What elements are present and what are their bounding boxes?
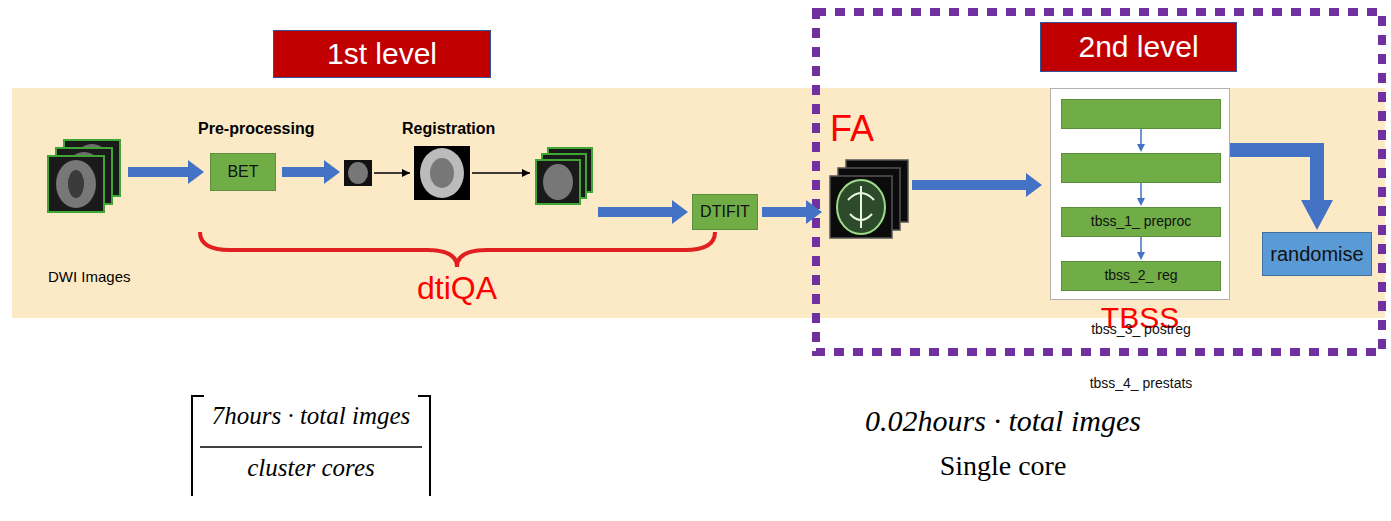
flow-arrow	[1140, 129, 1142, 144]
ceiling-brackets	[192, 396, 430, 496]
flow-arrow	[1230, 150, 1317, 200]
process-box: BET	[210, 153, 276, 191]
banner-text: 1st level	[327, 37, 437, 72]
thin-arrow	[374, 172, 410, 174]
dwi-image-stack	[48, 140, 120, 212]
process-text: randomise	[1270, 243, 1363, 266]
bracket-label: dtiQA	[417, 270, 497, 307]
process-text: BET	[227, 163, 258, 181]
process-text: tbss_4_ prestats	[1090, 375, 1193, 391]
process-text: tbss_1_ preproc	[1091, 213, 1191, 229]
flow-arrow	[762, 200, 822, 224]
process-text: tbss_2_ reg	[1104, 267, 1177, 283]
process-box: DTIFIT	[692, 194, 758, 230]
banner-text: 2nd level	[1078, 30, 1198, 65]
step-heading: Registration	[402, 120, 495, 138]
fa-image-stack	[830, 160, 908, 238]
image-label-box: FA	[830, 108, 874, 149]
image-label: FA	[830, 108, 874, 149]
tbss-group: TBSStbss_1_ preproctbss_2_ regtbss_3_ po…	[1050, 88, 1230, 300]
process-box: tbss_2_ reg	[1061, 153, 1221, 183]
bracket-label-box: dtiQA	[307, 270, 607, 307]
image-caption: DWI Images	[48, 268, 131, 285]
pipeline-band	[12, 88, 1385, 318]
step-heading-box: Pre-processing	[198, 120, 314, 138]
formula-note: Single core	[940, 450, 1067, 482]
process-box: tbss_1_ preproc	[1061, 99, 1221, 129]
registered-image-stack	[536, 148, 592, 204]
formula-text-box: 0.02hours · total imges	[803, 404, 1203, 439]
thin-arrow	[472, 172, 530, 174]
formula-text: 7hours · total imges	[212, 402, 411, 431]
flow-arrow	[1140, 183, 1142, 198]
formula-text: cluster cores	[247, 454, 375, 483]
formula-text-box: cluster cores	[111, 454, 511, 483]
step-heading-box: Registration	[402, 120, 495, 138]
flow-arrow	[128, 160, 204, 184]
flow-arrow	[1140, 237, 1142, 252]
formula-text-box: 7hours · total imges	[111, 402, 511, 431]
fraction-line	[200, 446, 422, 448]
flow-arrow	[282, 160, 340, 184]
flow-arrow	[598, 200, 688, 224]
process-text: DTIFIT	[700, 203, 750, 221]
level-banner: 2nd level	[1040, 22, 1237, 72]
brain-image	[344, 160, 372, 186]
image-caption-box: DWI Images	[48, 268, 131, 286]
step-heading: Pre-processing	[198, 120, 314, 138]
curly-brace	[200, 232, 715, 267]
brain-image	[414, 146, 470, 200]
formula-text: 0.02hours · total imges	[865, 404, 1141, 439]
level-banner: 1st level	[273, 30, 491, 78]
second-level-region	[816, 12, 1382, 352]
process-text: tbss_3_ postreg	[1091, 321, 1191, 337]
formula-note-box: Single core	[803, 450, 1203, 482]
flow-arrow	[912, 173, 1042, 197]
process-box: randomise	[1262, 232, 1372, 276]
